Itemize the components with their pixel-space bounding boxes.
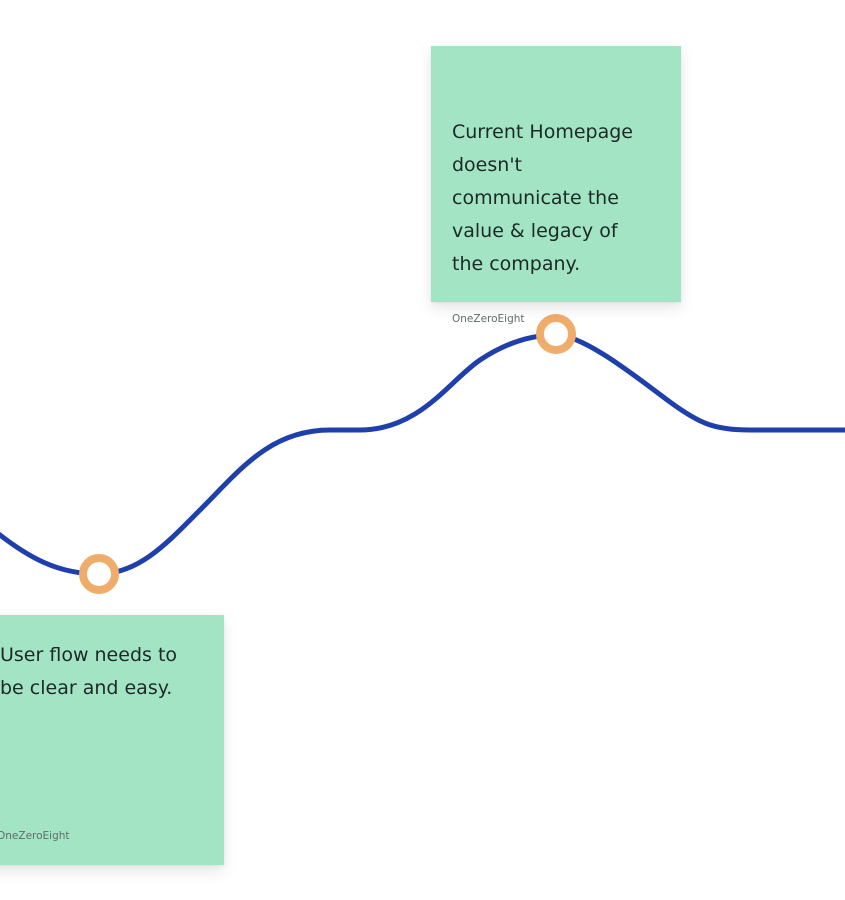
sticky-note-user-flow[interactable]: User flow needs to be clear and easy. On…: [0, 615, 224, 865]
journey-curve: [0, 332, 845, 577]
sticky-note-text: Current Homepage doesn't communicate the…: [452, 121, 633, 275]
touchpoint-marker-dip[interactable]: [79, 554, 119, 594]
sticky-note-homepage[interactable]: Current Homepage doesn't communicate the…: [431, 46, 681, 325]
sticky-note-author: OneZeroEight: [452, 313, 525, 325]
sticky-note-author: OneZeroEight: [0, 830, 70, 842]
sticky-note-text: User flow needs to be clear and easy.: [0, 644, 178, 699]
touchpoint-marker-peak[interactable]: [536, 314, 576, 354]
